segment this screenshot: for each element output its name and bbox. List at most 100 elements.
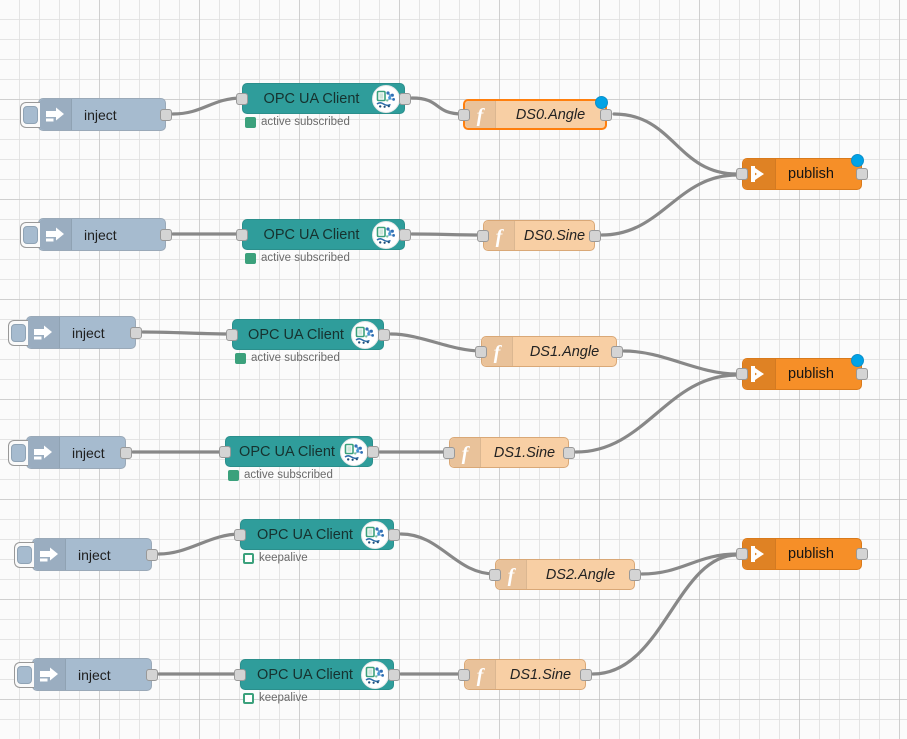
node-publish-11[interactable]: publish [736,354,868,390]
output-port[interactable] [399,228,411,241]
wire-inject-3-to-opcua-3[interactable] [141,330,234,336]
wire-fn-3-to-pub-2[interactable] [622,349,739,376]
inject-trigger-button[interactable] [8,440,28,466]
inject-trigger-button[interactable] [20,102,40,128]
output-port[interactable] [388,668,400,681]
node-label: DS1.Angle [529,343,600,360]
output-port[interactable] [580,668,592,681]
status-square-icon [228,469,239,481]
node-inject-5[interactable]: inject [20,218,172,251]
input-port[interactable] [234,528,246,541]
wire-inject-5-to-opcua-5[interactable] [157,532,242,556]
output-port[interactable] [160,228,172,241]
node-inject-15[interactable]: inject [14,538,158,571]
opcua-logo-icon [373,222,399,247]
input-port[interactable] [458,108,470,121]
input-port[interactable] [219,445,231,458]
status-square-icon [245,116,256,128]
inject-icon-box [39,99,72,130]
node-publish-18[interactable]: publish [736,538,868,570]
input-port[interactable] [736,168,748,180]
node-status-text: active subscribed [261,116,350,128]
inject-icon-box [39,219,72,250]
wire-fn-1-to-pub-1[interactable] [612,112,739,176]
input-port[interactable] [736,548,748,560]
output-port[interactable] [160,108,172,121]
node-label: OPC UA Client [239,443,335,460]
input-port[interactable] [475,345,487,358]
output-port[interactable] [367,445,379,458]
inject-trigger-button[interactable] [20,222,40,248]
opcua-logo-badge [372,84,400,113]
input-port[interactable] [226,328,238,341]
output-port[interactable] [856,548,868,560]
function-f-icon: f [496,226,505,247]
inject-trigger-button[interactable] [14,542,34,568]
inject-arrow-icon [46,107,64,121]
opcua-logo-icon [362,662,388,687]
wire-opcua-5-to-fn-5[interactable] [399,532,497,576]
output-port[interactable] [120,446,132,459]
inject-trigger-glyph [23,106,38,124]
input-port[interactable] [477,229,489,242]
inject-arrow-icon [40,547,58,561]
output-port[interactable] [629,568,641,581]
inject-trigger-button[interactable] [8,320,28,346]
input-port[interactable] [736,368,748,380]
node-inject-1[interactable]: inject [20,98,172,131]
input-port[interactable] [489,568,501,581]
wire-opcua-2-to-fn-2[interactable] [410,232,485,237]
node-inject-12[interactable]: inject [8,436,132,469]
opcua-logo-badge [351,320,379,349]
svg-text:f: f [462,443,471,464]
inject-trigger-button[interactable] [14,662,34,688]
input-port[interactable] [458,668,470,681]
wire-fn-2-to-pub-1[interactable] [600,173,739,237]
node-label: inject [72,444,105,461]
function-f-icon: f [462,443,471,464]
wire-inject-1-to-opcua-1[interactable] [171,96,244,116]
output-port[interactable] [600,108,612,121]
wire-opcua-1-to-fn-1[interactable] [410,96,465,116]
output-port[interactable] [856,168,868,180]
node-status: keepalive [243,692,308,704]
input-port[interactable] [234,668,246,681]
inject-trigger-glyph [17,546,32,564]
output-port[interactable] [146,548,158,561]
output-port[interactable] [589,229,601,242]
node-inject-8[interactable]: inject [8,316,142,349]
svg-text:f: f [477,105,486,126]
node-inject-19[interactable]: inject [14,658,158,691]
output-port[interactable] [388,528,400,541]
wire-opcua-3-to-fn-3[interactable] [389,332,483,353]
output-port[interactable] [130,326,142,339]
output-port[interactable] [611,345,623,358]
wire-fn-5-to-pub-3[interactable] [640,552,739,576]
output-port[interactable] [146,668,158,681]
output-port[interactable] [399,92,411,105]
output-port[interactable] [563,446,575,459]
node-publish-4[interactable]: publish [736,154,868,190]
output-port[interactable] [378,328,390,341]
input-port[interactable] [236,92,248,105]
wire-fn-4-to-pub-2[interactable] [574,373,739,454]
node-status: active subscribed [245,116,350,128]
input-port[interactable] [236,228,248,241]
input-port[interactable] [443,446,455,459]
function-f-icon: f [508,565,517,586]
output-port[interactable] [856,368,868,380]
node-label: publish [788,166,834,182]
